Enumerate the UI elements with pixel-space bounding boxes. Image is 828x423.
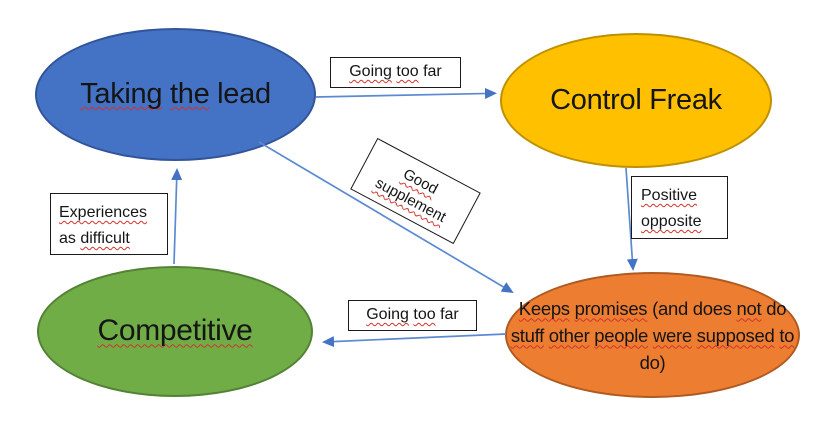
node-keeps-promises: Keeps promises (and does not do stuff ot… (505, 272, 800, 398)
text-segment: do) (639, 351, 666, 373)
text-line: supposed to do) (640, 325, 795, 373)
arrow-keeps-promises-to-competitive (322, 333, 507, 348)
text-segment: Taking (80, 77, 163, 110)
text-line: do stuff other people were (510, 297, 787, 346)
text-segment: were (652, 324, 692, 346)
node-control-freak: Control Freak (500, 33, 772, 168)
text-line: as difficult (59, 226, 167, 252)
text-line: Keeps promises (and does not (519, 298, 762, 319)
text-segment: supposed (696, 324, 775, 346)
text-line: Experiences (59, 200, 167, 226)
label-experiences-as-difficult: Experiences as difficult (50, 193, 168, 255)
text-segment: Positive (641, 187, 698, 204)
label-going-too-far-bottom: Going too far (348, 300, 477, 331)
arrow-competitive-to-taking (171, 168, 183, 265)
text-segment: difficult (80, 230, 130, 247)
text-line: opposite (641, 209, 727, 235)
text-segment: do (766, 297, 787, 319)
text-segment: far (418, 63, 442, 80)
text-segment: too (396, 63, 419, 80)
text-segment: far (435, 306, 459, 323)
text-segment: Keeps (518, 297, 570, 319)
text-segment: Going (349, 63, 392, 80)
node-keeps-promises-label: Keeps promises (and does not do stuff ot… (507, 295, 798, 376)
text-segment: Going (366, 306, 409, 323)
node-competitive: Competitive (37, 266, 313, 397)
text-segment: opposite (641, 213, 702, 230)
text-segment: lead (209, 77, 271, 110)
text-segment: Competitive (97, 314, 253, 348)
text-line: Positive (641, 183, 727, 209)
node-control-freak-label: Control Freak (550, 83, 722, 116)
label-going-too-far-top: Going too far (330, 57, 461, 88)
node-taking-the-lead-label: Taking the lead (80, 78, 271, 111)
text-segment: other (548, 324, 590, 346)
text-segment: promises (574, 297, 648, 319)
text-segment: people (594, 324, 649, 346)
node-taking-the-lead: Taking the lead (35, 28, 316, 161)
text-segment: as (59, 230, 81, 247)
text-segment: the (169, 77, 210, 110)
text-segment: not (736, 297, 762, 319)
text-segment: Experiences (59, 204, 148, 221)
text-segment: (and does (647, 297, 737, 319)
arrow-taking-to-keeps-promises (258, 141, 514, 294)
arrow-taking-to-control (315, 88, 497, 100)
node-competitive-label: Competitive (97, 314, 252, 349)
text-segment: stuff (510, 324, 544, 346)
text-segment: to (779, 324, 795, 346)
arrow-control-to-keeps-promises (625, 167, 638, 271)
label-positive-opposite: Positive opposite (631, 176, 728, 239)
text-segment: too (413, 306, 436, 323)
